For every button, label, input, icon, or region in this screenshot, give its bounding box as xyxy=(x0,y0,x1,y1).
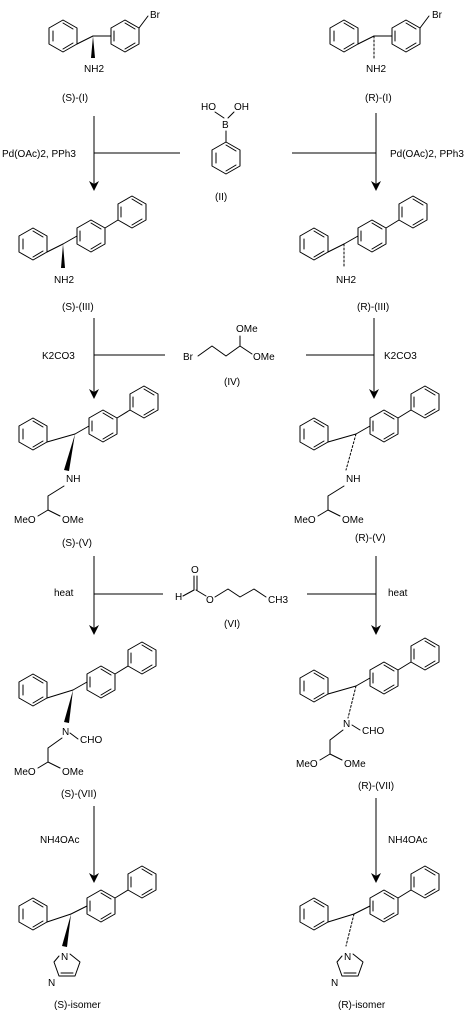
compound-s-i: Br NH2 (S)-(I) xyxy=(48,10,161,104)
n-label: N xyxy=(344,952,351,963)
ome-label: OMe xyxy=(342,515,364,526)
cho-label: CHO xyxy=(362,726,384,737)
compound-label-s-vii: (S)-(VII) xyxy=(61,789,97,800)
compound-r-vii: N CHO MeO OMe (R)-(VII) xyxy=(296,637,440,792)
nh2-label: NH2 xyxy=(54,275,74,286)
nh-label: NH xyxy=(346,474,360,485)
br-label: Br xyxy=(150,10,161,21)
compound-r-i: Br NH2 (R)-(I) xyxy=(329,10,443,104)
arrow-step4-right: NH4OAc xyxy=(371,798,427,883)
ho-label: HO xyxy=(201,102,216,113)
ch3-label: CH3 xyxy=(268,595,288,606)
meo-label: MeO xyxy=(296,759,318,770)
compound-r-iii: NH2 (R)-(III) xyxy=(299,195,428,313)
compound-label-r-vii: (R)-(VII) xyxy=(358,781,394,792)
n-label: N xyxy=(48,978,55,989)
compound-s-iii: NH2 (S)-(III) xyxy=(18,195,147,313)
meo-label: MeO xyxy=(294,515,316,526)
arrow-step3-left: heat xyxy=(54,556,163,635)
compound-s-v: NH MeO OMe (S)-(V) xyxy=(14,385,159,549)
compound-label-s-iii: (S)-(III) xyxy=(62,302,94,313)
n-label: N xyxy=(61,952,68,963)
compound-label-r-iii: (R)-(III) xyxy=(357,302,389,313)
compound-iv: Br OMe OMe (IV) xyxy=(183,324,275,388)
reagent-heat-right: heat xyxy=(388,588,408,599)
ome-label: OMe xyxy=(344,759,366,770)
oh-label: OH xyxy=(234,102,249,113)
nh-label: NH xyxy=(66,474,80,485)
arrow-step3-right: heat xyxy=(307,556,408,635)
ome-label: OMe xyxy=(62,767,84,778)
cho-label: CHO xyxy=(80,735,102,746)
compound-vi: H O O CH3 (VI) xyxy=(175,565,288,630)
compound-label-iv: (IV) xyxy=(224,377,240,388)
compound-label-s-v: (S)-(V) xyxy=(62,538,92,549)
nh2-label: NH2 xyxy=(84,64,104,75)
compound-s-isomer: N N (S)-isomer xyxy=(18,865,157,1011)
ome-label: OMe xyxy=(62,515,84,526)
compound-ii: HO OH B (II) xyxy=(201,102,249,203)
nh2-label: NH2 xyxy=(366,64,386,75)
reagent-nh4oac-left: NH4OAc xyxy=(40,835,79,846)
h-label: H xyxy=(175,592,182,603)
n-label: N xyxy=(62,727,69,738)
n-label: N xyxy=(331,978,338,989)
reagent-nh4oac-right: NH4OAc xyxy=(388,835,427,846)
arrow-step1-right: Pd(OAc)2, PPh3 xyxy=(292,113,464,191)
n-label: N xyxy=(343,719,350,730)
compound-label-ii: (II) xyxy=(215,192,227,203)
compound-label-vi: (VI) xyxy=(224,619,240,630)
compound-s-vii: N CHO MeO OMe (S)-(VII) xyxy=(14,641,157,800)
compound-label-r-i: (R)-(I) xyxy=(365,93,392,104)
arrow-step2-left: K2CO3 xyxy=(42,318,165,399)
reagent-k2co3-left: K2CO3 xyxy=(42,351,75,362)
ome-label: OMe xyxy=(236,324,258,335)
arrow-step2-right: K2CO3 xyxy=(306,318,417,399)
meo-label: MeO xyxy=(14,767,36,778)
reagent-pd-left: Pd(OAc)2, PPh3 xyxy=(2,149,76,160)
br-label: Br xyxy=(432,10,443,21)
o-label: O xyxy=(191,565,199,576)
compound-label-r-isomer: (R)-isomer xyxy=(338,1000,386,1011)
reagent-pd-right: Pd(OAc)2, PPh3 xyxy=(390,149,464,160)
arrow-step4-left: NH4OAc xyxy=(40,806,99,883)
br-label: Br xyxy=(183,352,194,363)
reagent-heat-left: heat xyxy=(54,588,74,599)
reagent-k2co3-right: K2CO3 xyxy=(384,351,417,362)
o-label: O xyxy=(206,595,214,606)
compound-r-v: NH MeO OMe (R)-(V) xyxy=(294,385,440,544)
nh2-label: NH2 xyxy=(336,275,356,286)
compound-r-isomer: N N (R)-isomer xyxy=(299,865,440,1011)
compound-label-r-v: (R)-(V) xyxy=(355,533,386,544)
compound-label-s-i: (S)-(I) xyxy=(62,93,88,104)
b-label: B xyxy=(222,120,229,131)
arrow-step1-left: Pd(OAc)2, PPh3 xyxy=(2,116,180,191)
compound-label-s-isomer: (S)-isomer xyxy=(54,1000,101,1011)
meo-label: MeO xyxy=(14,515,36,526)
ome-label: OMe xyxy=(253,352,275,363)
